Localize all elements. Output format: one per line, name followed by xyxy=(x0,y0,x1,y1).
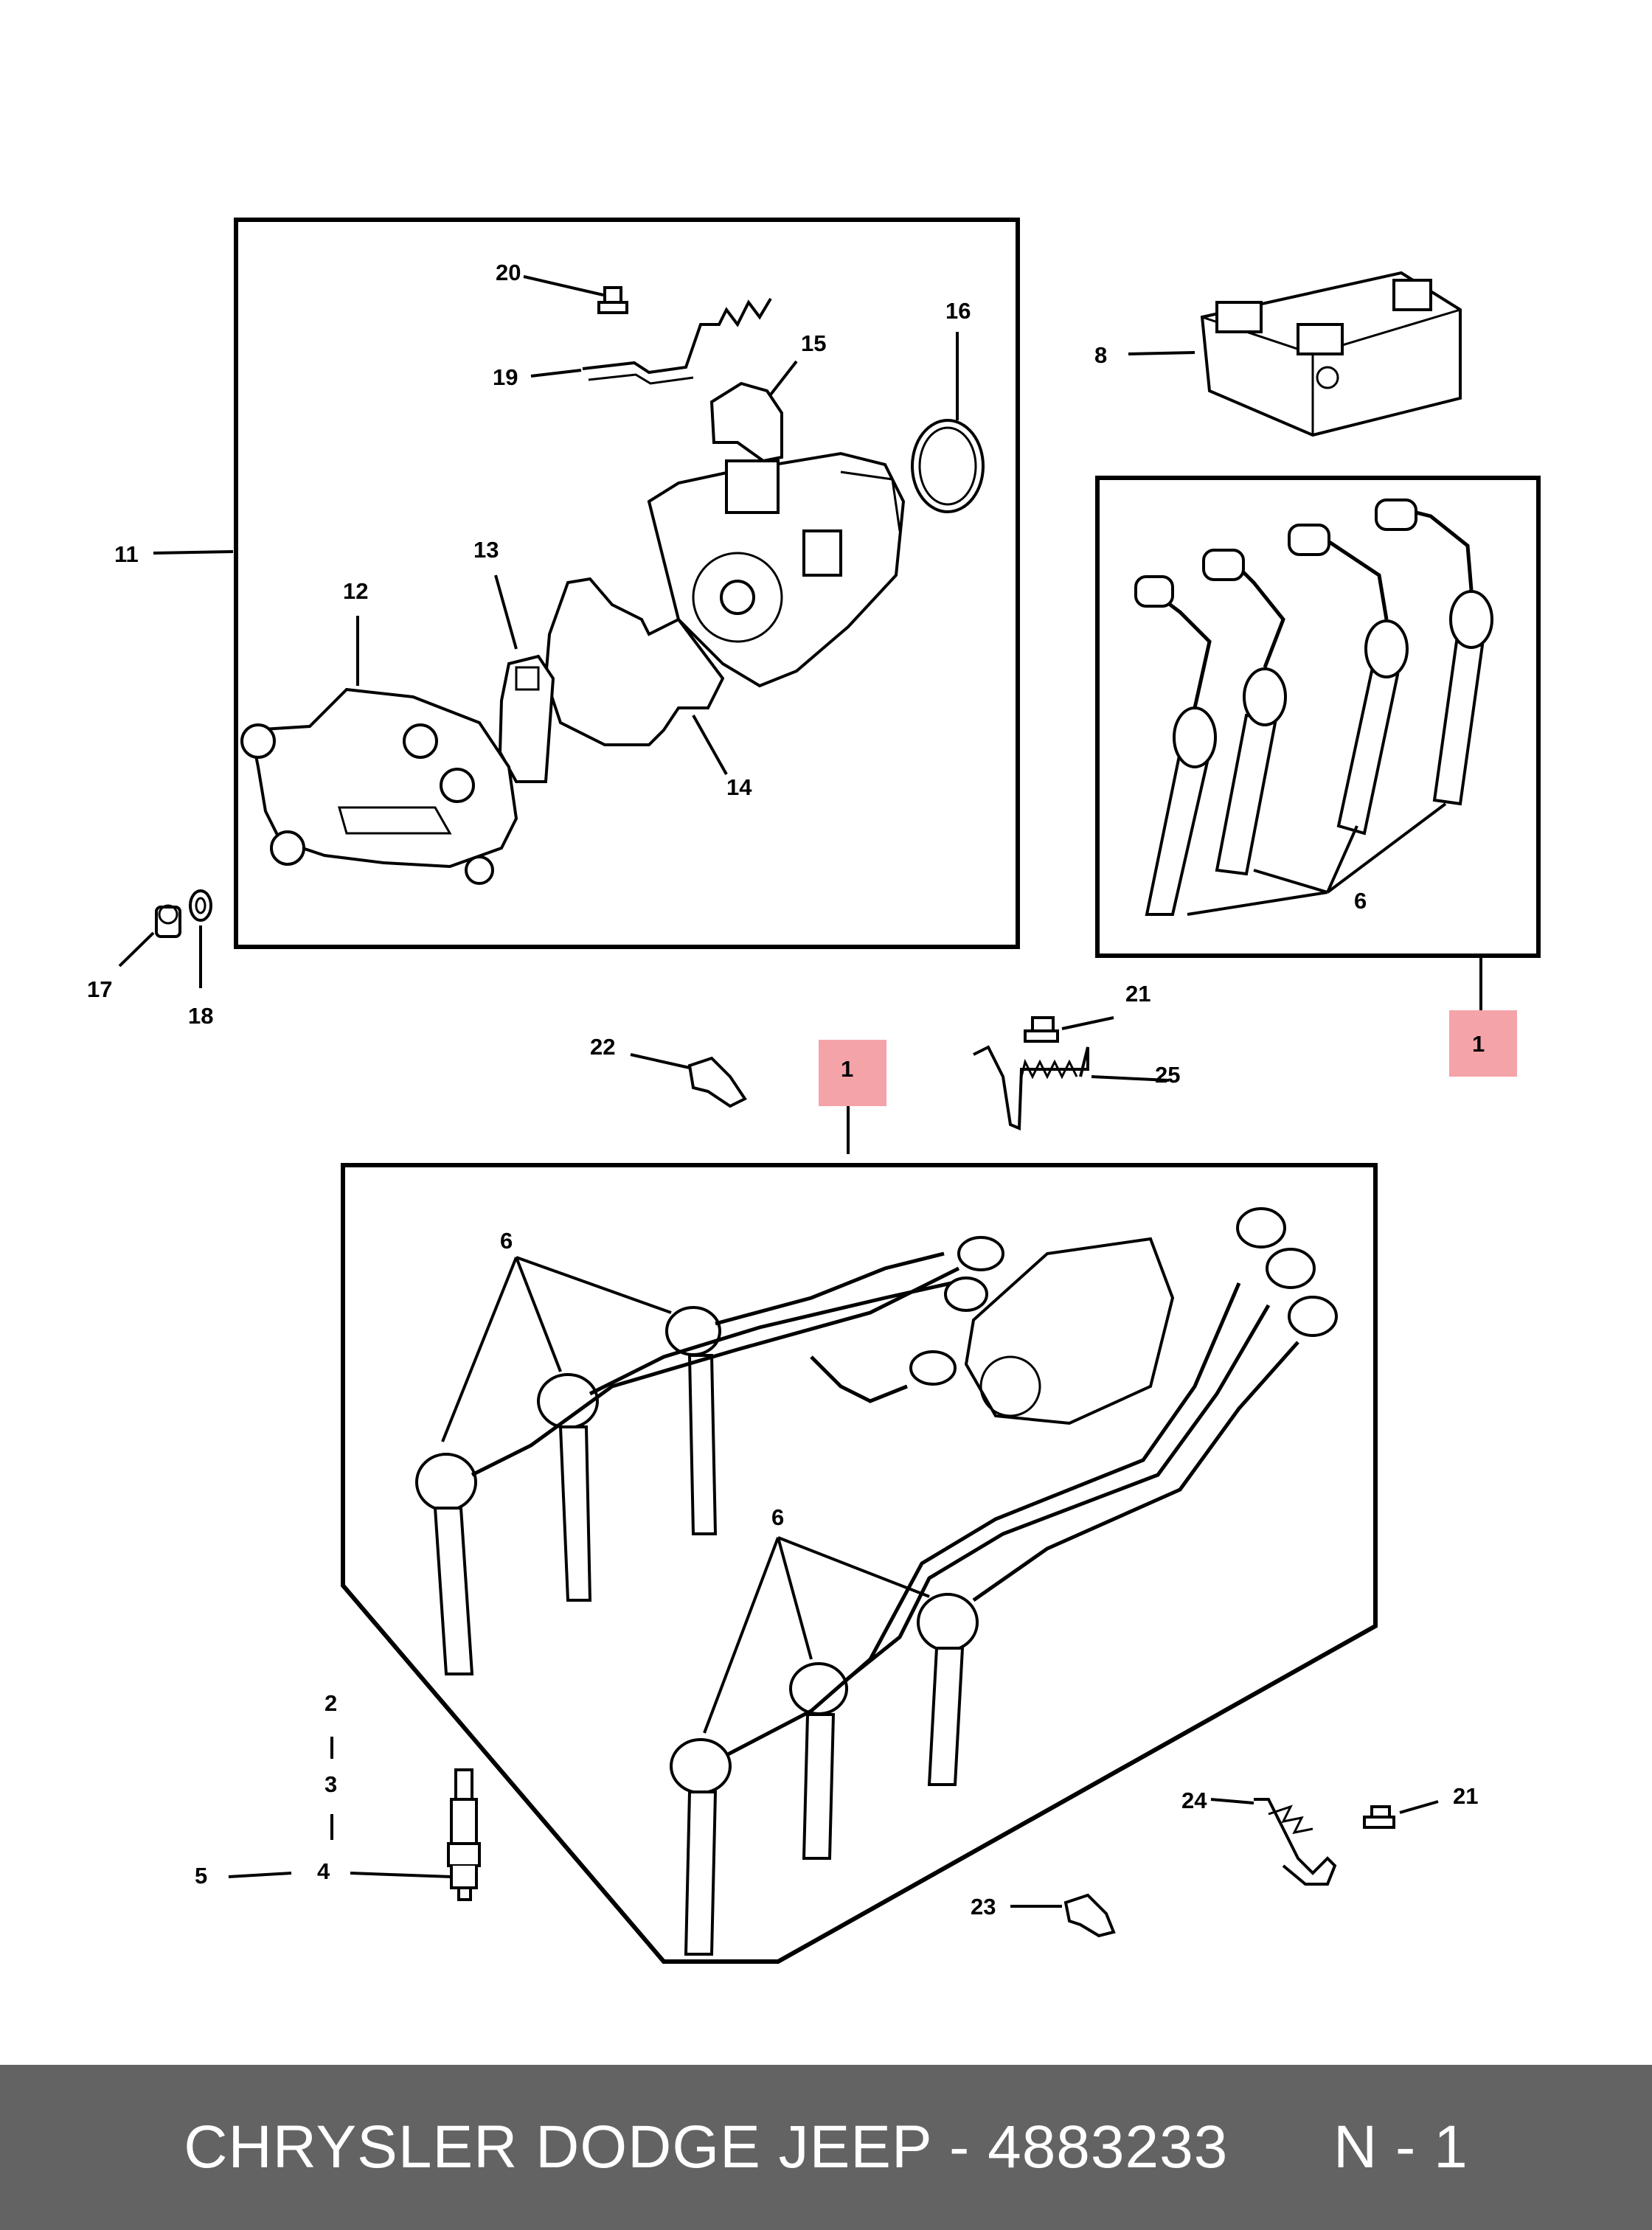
clip-part-23 xyxy=(1063,1893,1116,1938)
distributor-body xyxy=(647,451,906,688)
callout-23: 23 xyxy=(971,1894,996,1920)
callout-13: 13 xyxy=(473,537,499,563)
callout-12: 12 xyxy=(343,578,368,604)
callout-16: 16 xyxy=(945,298,971,324)
ignition-wire-set-lower xyxy=(415,1207,1338,1956)
footer-bar: CHRYSLER DODGE JEEP - 4883233 N - 1 xyxy=(0,2065,1652,2230)
callout-1-right: 1 xyxy=(1472,1031,1485,1057)
ignition-wire-set-upper xyxy=(1134,499,1493,916)
callout-2: 2 xyxy=(324,1690,337,1716)
callout-8: 8 xyxy=(1094,342,1107,368)
washer-part-18 xyxy=(189,889,212,922)
callout-5: 5 xyxy=(195,1863,207,1889)
callout-20: 20 xyxy=(496,260,521,285)
highlight-callout-1-center xyxy=(819,1040,886,1106)
callout-15: 15 xyxy=(801,330,826,356)
callout-17: 17 xyxy=(87,976,112,1002)
callout-4: 4 xyxy=(317,1858,330,1884)
bolt-part-21-upper xyxy=(1024,1016,1059,1043)
callout-1-center: 1 xyxy=(841,1056,853,1082)
bracket-part-24 xyxy=(1254,1798,1337,1886)
rotor-part-13 xyxy=(498,654,555,783)
rotor-clip-part-15 xyxy=(709,381,783,463)
footer-caption: CHRYSLER DODGE JEEP - 4883233 N - 1 xyxy=(184,2113,1468,2181)
distributor-assembly-frame xyxy=(234,218,1020,949)
callout-19: 19 xyxy=(493,364,518,390)
parts-diagram: 20 19 15 16 11 13 12 14 8 6 1 17 18 21 2… xyxy=(87,218,1541,1964)
leader-lines xyxy=(118,275,1482,1908)
ignition-coil-part-8 xyxy=(1200,271,1462,437)
callout-3: 3 xyxy=(324,1771,337,1797)
highlight-callout-1-right xyxy=(1449,1010,1517,1077)
wire-set-frame-lower xyxy=(341,1163,1378,1964)
callout-25: 25 xyxy=(1155,1062,1180,1088)
wire-set-frame-upper xyxy=(1095,476,1541,958)
nut-part-17 xyxy=(155,904,181,938)
callout-6-lower-upper: 6 xyxy=(500,1228,513,1254)
bolt-part-20 xyxy=(597,286,628,314)
spark-plug-part-4 xyxy=(447,1768,481,1901)
callout-21-upper: 21 xyxy=(1125,981,1150,1007)
bracket-part-19 xyxy=(582,297,772,385)
bolt-part-21-lower xyxy=(1363,1805,1395,1829)
callout-6-upper-right: 6 xyxy=(1354,888,1367,914)
o-ring-part-16 xyxy=(911,419,985,513)
callout-21-lower: 21 xyxy=(1453,1783,1478,1809)
bracket-part-25 xyxy=(973,1045,1089,1130)
distributor-cap-part-12 xyxy=(240,687,518,885)
callout-14: 14 xyxy=(726,774,752,800)
callout-11: 11 xyxy=(114,541,139,567)
callout-6-lower: 6 xyxy=(771,1504,784,1530)
callout-24: 24 xyxy=(1181,1788,1207,1813)
clip-part-22 xyxy=(687,1056,747,1108)
callout-18: 18 xyxy=(188,1003,213,1029)
callout-22: 22 xyxy=(590,1034,615,1060)
gasket-part-14 xyxy=(544,577,725,746)
